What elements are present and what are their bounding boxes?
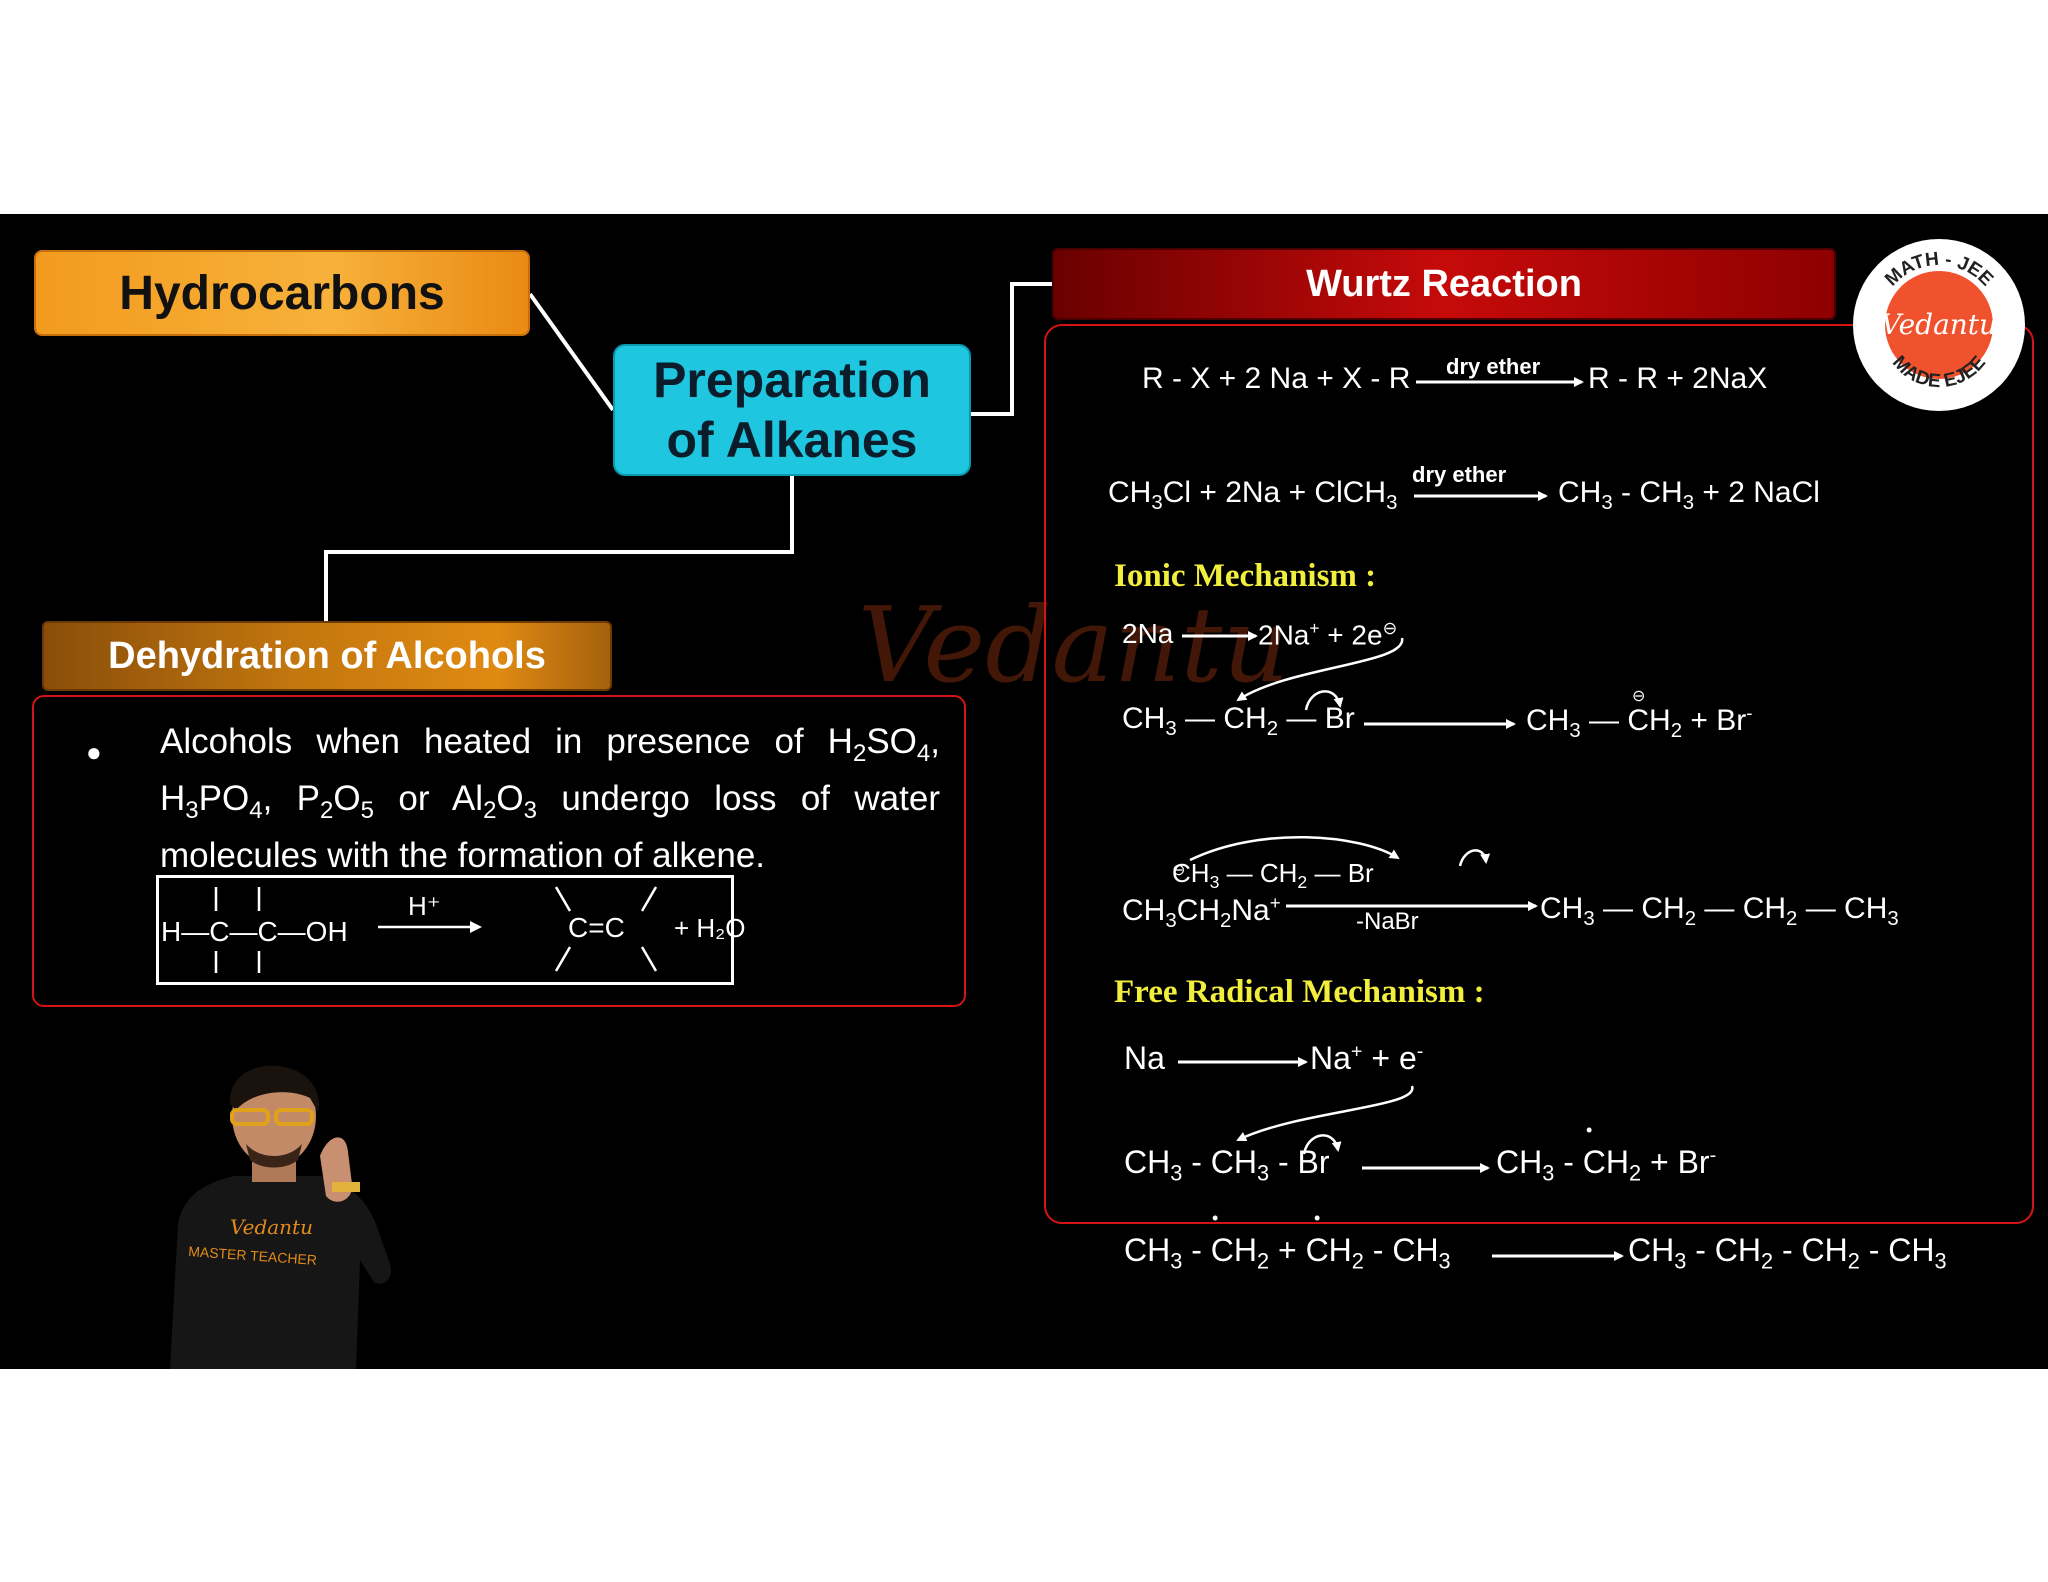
alkene-formula: C=C xyxy=(568,912,625,943)
substrate-above-arrow: CH3 — CH2 — Br xyxy=(1172,858,1374,893)
slide: Vedantu Hydrocarbons Preparation of Alka… xyxy=(0,214,2048,1369)
reaction-arrows xyxy=(1178,377,1624,1261)
ethyl-sodium: CH3CH2Na+ xyxy=(1122,892,1281,932)
fr-step3-lhs: CH3 - CH2 + CH2 - CH3 xyxy=(1124,1232,1451,1274)
ionic-step2-rhs: CH3 — CH2 + Br- xyxy=(1526,702,1753,742)
hydrocarbons-label: Hydrocarbons xyxy=(119,266,445,320)
ionic-step1-rhs: 2Na+ + 2e⊖ xyxy=(1258,618,1398,651)
dehydration-text: Alcohols when heated in presence of H2SO… xyxy=(160,722,940,875)
vedantu-watermark: Vedantu xyxy=(858,584,1290,706)
connector-lines xyxy=(324,282,1052,621)
bullet: ● xyxy=(86,737,102,767)
water-product: + H₂O xyxy=(674,913,746,943)
radical-dot: • xyxy=(1314,1208,1321,1228)
ethyl-anion-charge: ⊖ xyxy=(1172,862,1186,879)
dehydration-panel: ● Alcohols when heated in presence of H2… xyxy=(32,695,966,1007)
logo-wordmark: Vedantu xyxy=(1881,308,1997,341)
wurtz-general-rhs: R - R + 2NaX xyxy=(1588,362,1768,395)
presenter-image: Vedantu MASTER TEACHER xyxy=(170,1065,391,1369)
nabr-byproduct: -NaBr xyxy=(1356,908,1419,935)
preparation-label-line2: of Alkanes xyxy=(666,412,918,468)
fr-step1-rhs: Na+ + e- xyxy=(1310,1040,1424,1076)
wurtz-general-lhs: R - X + 2 Na + X - R xyxy=(1142,362,1411,395)
free-radical-mechanism-heading: Free Radical Mechanism : xyxy=(1114,974,1485,1010)
wurtz-example-lhs: CH3Cl + 2Na + ClCH3 xyxy=(1108,476,1398,514)
hydrocarbons-box: Hydrocarbons xyxy=(34,250,530,336)
fr-step2-lhs: CH3 - CH3 - Br xyxy=(1124,1144,1330,1186)
reactant-formula: H—C—C—OH xyxy=(161,916,348,947)
wurtz-example-rhs: CH3 - CH3 + 2 NaCl xyxy=(1558,476,1820,514)
wurtz-panel xyxy=(1044,324,2034,1224)
dehydration-equation: H—C—C—OH H⁺ C=C + H₂O xyxy=(156,875,746,985)
wurtz-label: Wurtz Reaction xyxy=(1306,262,1582,305)
dehydration-of-alcohols-box: Dehydration of Alcohols xyxy=(42,621,612,691)
radical-dot: • xyxy=(1586,1120,1593,1140)
vedantu-logo: MATH - JEE MADE EJEE Vedantu xyxy=(1853,239,2025,411)
preparation-of-alkanes-box: Preparation of Alkanes xyxy=(613,344,971,476)
ionic-mechanism-heading: Ionic Mechanism : xyxy=(1114,558,1377,594)
carbanion-charge: ⊖ xyxy=(1632,688,1646,705)
catalyst-label: H⁺ xyxy=(408,891,441,921)
fr-step1-lhs: Na xyxy=(1124,1040,1165,1076)
butane-product: CH3 — CH2 — CH2 — CH3 xyxy=(1540,892,1899,930)
dehydration-label: Dehydration of Alcohols xyxy=(108,634,546,677)
shirt-logo: Vedantu xyxy=(230,1215,313,1239)
radical-dot: • xyxy=(1212,1208,1219,1228)
wurtz-example-condition: dry ether xyxy=(1412,462,1507,487)
fr-step3-rhs: CH3 - CH2 - CH2 - CH3 xyxy=(1628,1232,1947,1274)
wurtz-general-condition: dry ether xyxy=(1446,354,1541,379)
preparation-label-line1: Preparation xyxy=(653,352,931,408)
ionic-step1-lhs: 2Na xyxy=(1122,618,1174,649)
fr-step2-rhs: CH3 - CH2 + Br- xyxy=(1496,1144,1717,1186)
wurtz-reaction-box: Wurtz Reaction xyxy=(1052,248,1836,320)
